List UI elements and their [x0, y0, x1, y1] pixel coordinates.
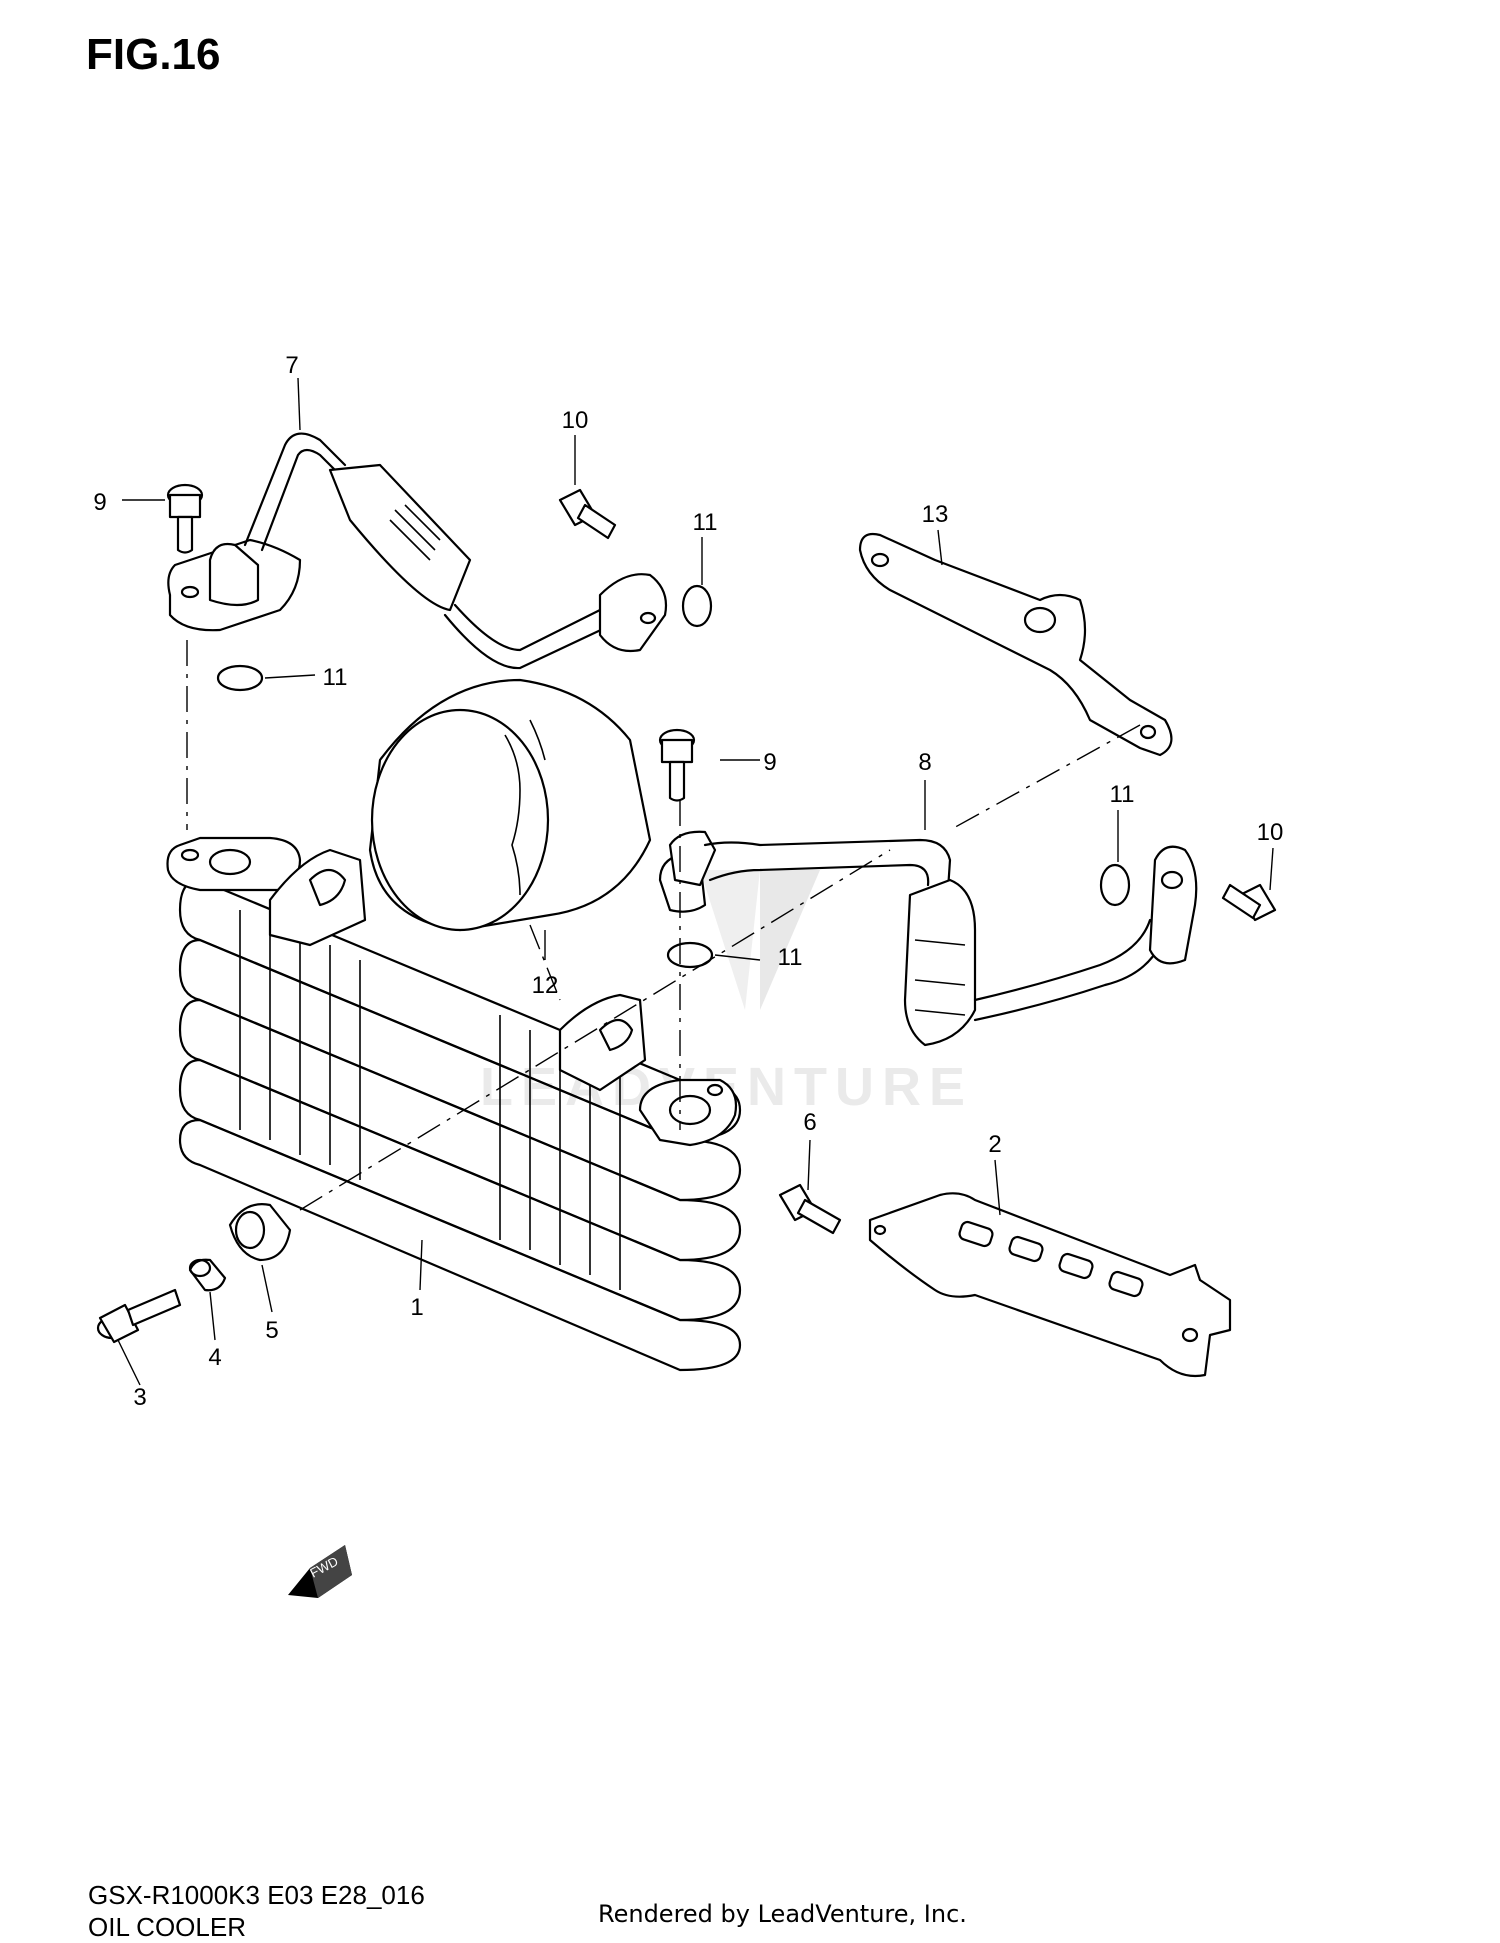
callout-11-left: 11	[323, 664, 348, 691]
figure-title: FIG.16	[86, 30, 221, 79]
callout-12: 12	[532, 972, 559, 999]
callout-3: 3	[133, 1384, 146, 1411]
callout-7: 7	[285, 352, 298, 379]
callout-2: 2	[988, 1131, 1001, 1158]
callout-1: 1	[410, 1294, 423, 1321]
render-credit: Rendered by LeadVenture, Inc.	[598, 1900, 967, 1928]
callout-8: 8	[918, 749, 931, 776]
collar-4	[188, 1258, 227, 1292]
alignment-lines	[186, 640, 1141, 1211]
callout-13: 13	[922, 501, 949, 528]
callout-6: 6	[803, 1109, 816, 1136]
oil-filter	[368, 678, 652, 932]
callout-10-right: 10	[1257, 819, 1284, 846]
oil-cooler-core	[166, 836, 742, 1372]
bolt-9-center	[658, 728, 696, 802]
callout-11-upper-right: 11	[693, 509, 718, 536]
callout-4: 4	[208, 1344, 221, 1371]
oil-pipe-8	[658, 830, 1198, 1047]
callout-labels: 7 10 11 9 11 13 9 8 11 10 11 12 6 2 1 5 …	[93, 352, 1283, 1411]
callout-5: 5	[265, 1317, 278, 1344]
callout-11-right: 11	[1110, 781, 1135, 808]
section-name: OIL COOLER	[88, 1912, 246, 1942]
bracket-2	[868, 1192, 1232, 1378]
callout-11-center: 11	[778, 944, 803, 971]
bolt-9-upper	[166, 483, 204, 554]
bolt-3	[96, 1288, 182, 1344]
leader-lines	[117, 377, 1274, 1386]
bracket-13	[858, 532, 1173, 757]
model-code: GSX-R1000K3 E03 E28_016	[88, 1880, 425, 1910]
bolt-6	[778, 1183, 842, 1235]
callout-9-upper: 9	[93, 489, 106, 516]
callout-10-upper: 10	[562, 407, 589, 434]
bolt-10-upper	[558, 488, 617, 540]
o-rings-11	[216, 584, 1131, 969]
callout-9-center: 9	[763, 749, 776, 776]
fwd-arrow-icon: FWD	[288, 1545, 352, 1598]
oil-pipe-7	[167, 432, 668, 670]
bolt-10-right	[1221, 883, 1277, 922]
grommet-5	[228, 1203, 292, 1262]
